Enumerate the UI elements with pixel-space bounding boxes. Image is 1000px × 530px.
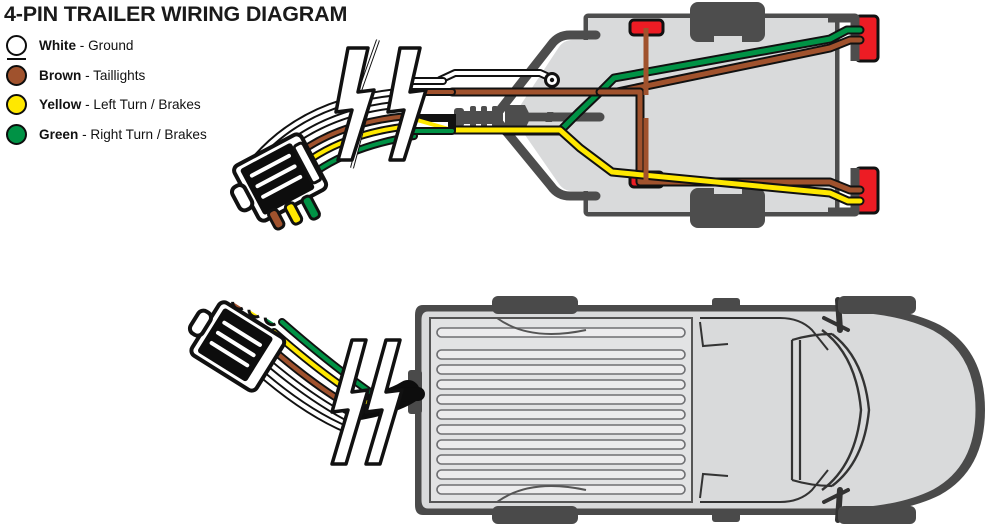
legend-item-green-label: Green - Right Turn / Brakes	[39, 127, 207, 142]
wire-color-legend: White - Ground Brown - Taillights Yellow…	[6, 33, 336, 151]
circle-filled-icon	[6, 123, 27, 145]
legend-separator: -	[78, 126, 91, 142]
legend-item-white-label: White - Ground	[39, 38, 133, 53]
trailer-rear-rails	[828, 13, 860, 217]
legend-separator: -	[81, 97, 94, 112]
wire-break-symbol-bottom	[330, 338, 404, 466]
wire-break-symbol-top	[334, 39, 428, 169]
legend-function: Right Turn / Brakes	[90, 126, 207, 142]
legend-item-brown: Brown - Taillights	[6, 63, 336, 88]
legend-function: Taillights	[93, 67, 146, 83]
legend-separator: -	[76, 38, 89, 53]
circle-outline-icon	[6, 35, 27, 61]
legend-function: Ground	[88, 38, 134, 53]
pickup-truck-top-view	[408, 296, 985, 524]
truck-bed-slats	[436, 327, 686, 495]
trailer-wire-harness	[436, 25, 865, 206]
page-title: 4-PIN TRAILER WIRING DIAGRAM	[4, 2, 348, 26]
legend-color-name: White	[39, 38, 76, 53]
legend-item-yellow: Yellow - Left Turn / Brakes	[6, 92, 336, 117]
legend-function: Left Turn / Brakes	[93, 97, 201, 112]
legend-color-name: Brown	[39, 67, 82, 83]
legend-item-green: Green - Right Turn / Brakes	[6, 122, 336, 147]
legend-item-white: White - Ground	[6, 33, 336, 61]
legend-color-name: Green	[39, 126, 79, 142]
legend-separator: -	[81, 67, 94, 83]
legend-item-brown-label: Brown - Taillights	[39, 68, 145, 83]
legend-color-name: Yellow	[39, 97, 82, 112]
legend-item-yellow-label: Yellow - Left Turn / Brakes	[39, 97, 201, 112]
trailer-tires	[690, 2, 765, 228]
circle-filled-icon	[6, 94, 27, 115]
circle-filled-icon	[6, 64, 27, 86]
